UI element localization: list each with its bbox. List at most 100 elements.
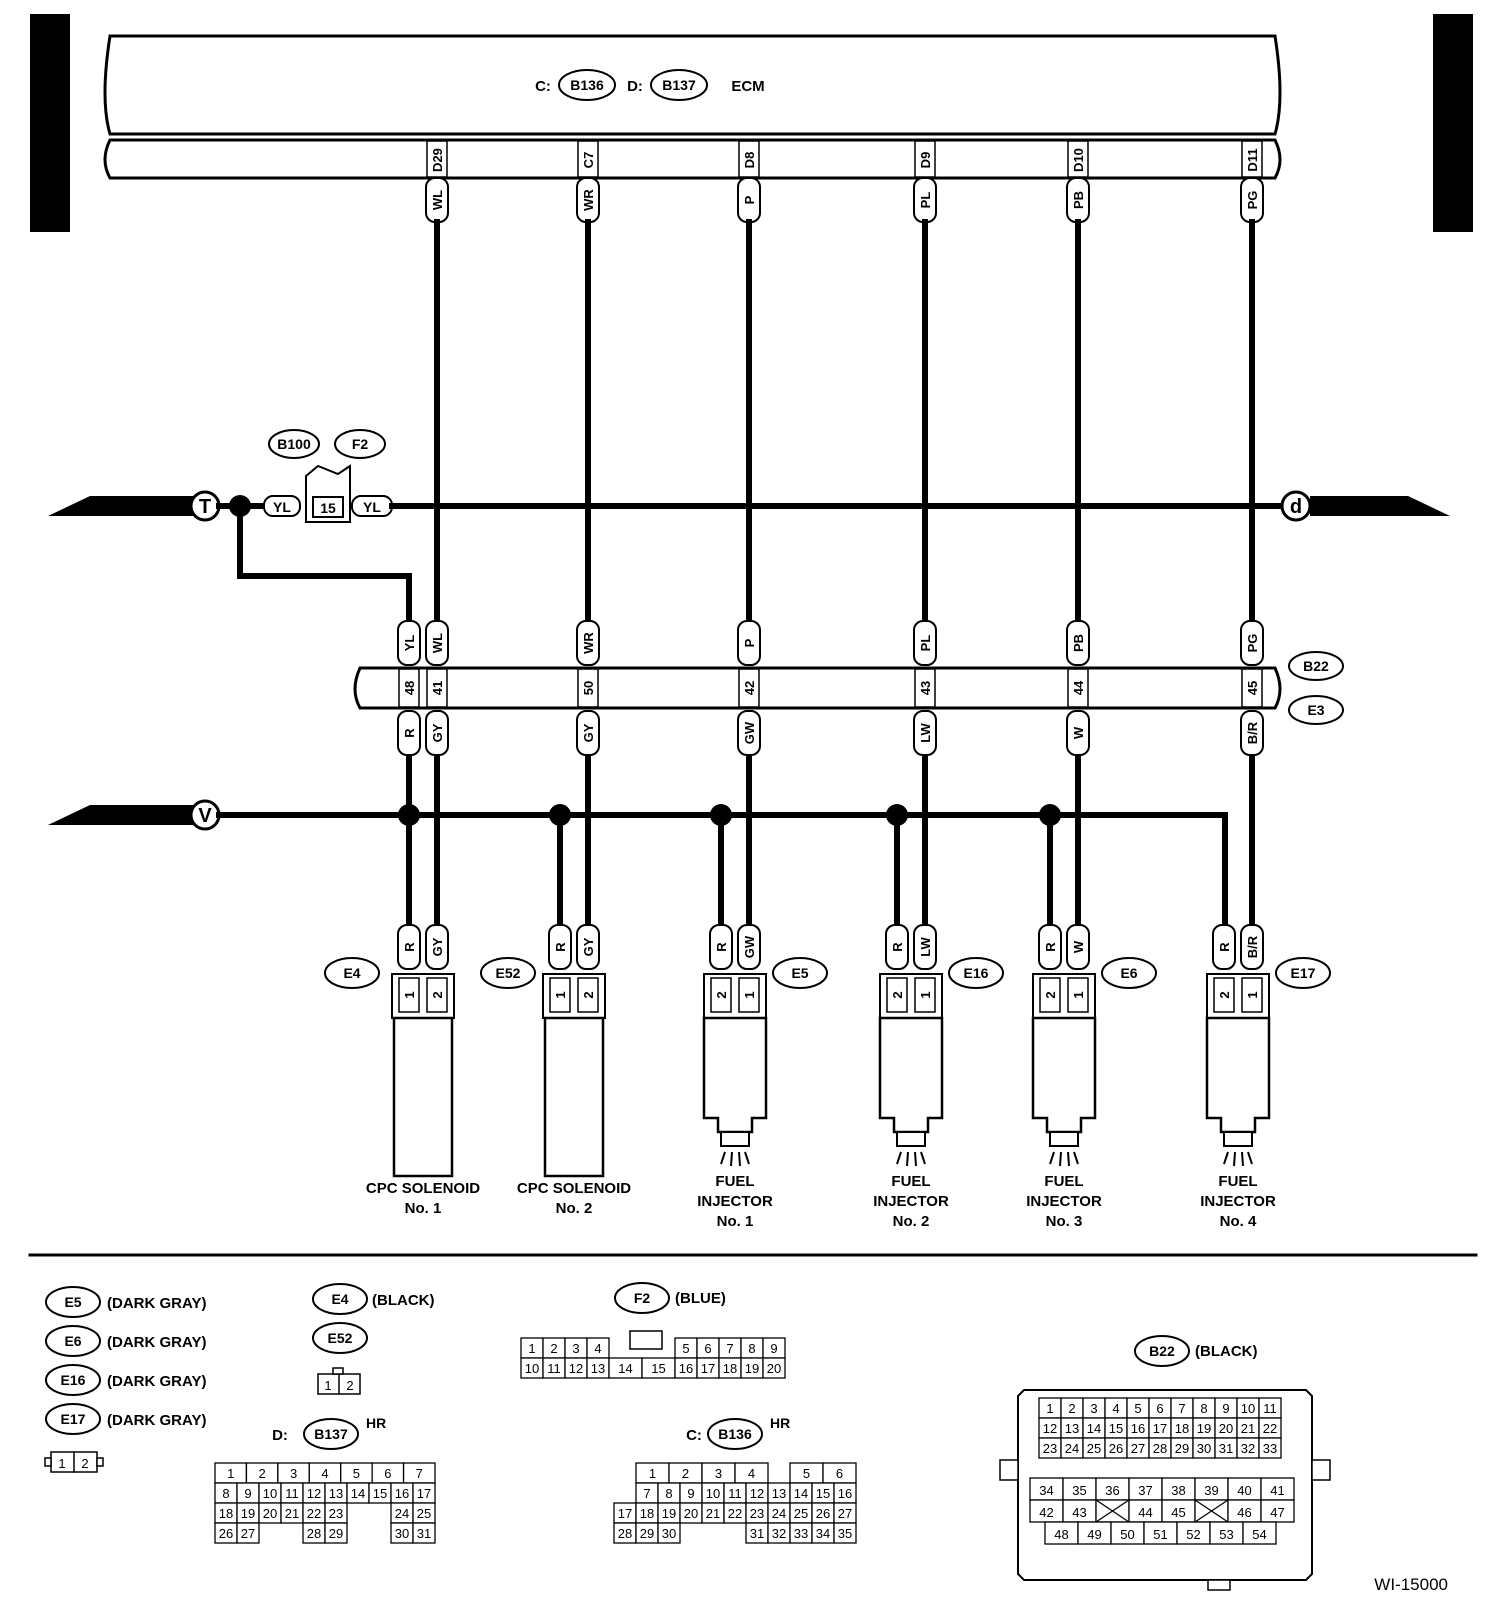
device-5-pin-b-box <box>1241 977 1263 1013</box>
b22-upper-pin: 9 <box>1222 1401 1229 1416</box>
legend-0-color: (DARK GRAY) <box>107 1295 206 1312</box>
joint-pin-box <box>398 668 420 708</box>
legend-e4-color: (BLACK) <box>372 1292 434 1309</box>
device-1-pin-b: 2 <box>581 991 596 998</box>
b136-pin: 28 <box>618 1526 632 1541</box>
device-3-pin-a-box <box>886 977 908 1013</box>
device-5-injector-nozzle <box>1223 1131 1253 1147</box>
device-1-wire-b: GY <box>581 937 596 956</box>
device-3-wire-a: R <box>890 942 905 952</box>
fuse-connector-b100: B100 <box>277 436 311 452</box>
f2-pin: 18 <box>723 1361 737 1376</box>
b137-pin: 4 <box>321 1466 328 1481</box>
ecm-wire-tag-2: P <box>742 195 757 204</box>
b136-pin: 19 <box>662 1506 676 1521</box>
b22-bottom-pin: 50 <box>1120 1527 1134 1542</box>
device-4-label-3: No. 3 <box>1046 1213 1083 1230</box>
legend-b136-id: B136 <box>718 1426 752 1442</box>
b22-upper-pin: 7 <box>1178 1401 1185 1416</box>
joint-upper-tag-3-outline <box>737 620 761 666</box>
ecm-connector-d-prefix: D: <box>627 78 643 95</box>
b22-lower-blank-cross <box>1194 1499 1229 1523</box>
bus-v-left-arrow <box>48 805 200 825</box>
e52-pin-2: 2 <box>346 1378 353 1393</box>
b137-pin: 29 <box>329 1526 343 1541</box>
device-2-connector-id-outline <box>772 957 828 989</box>
device-5-connector-id-outline <box>1275 957 1331 989</box>
ecm-pin-2: D8 <box>742 152 757 169</box>
b22-lower-pin: 36 <box>1105 1483 1119 1498</box>
ecm-name: ECM <box>731 78 764 95</box>
b22-upper-pin: 19 <box>1197 1421 1211 1436</box>
b22-upper-pin: 13 <box>1065 1421 1079 1436</box>
legend-b136-prefix: C: <box>686 1427 702 1444</box>
device-2-wire-b-outline <box>737 924 761 970</box>
b22-bottom-pin: 52 <box>1186 1527 1200 1542</box>
joint-lower-tag-0: R <box>402 728 417 738</box>
b136-pin: 32 <box>772 1526 786 1541</box>
joint-pin-2: 50 <box>581 681 596 695</box>
b137-pin: 18 <box>219 1506 233 1521</box>
bus-v-junction-4 <box>1039 804 1061 826</box>
device-3-wire-b-outline <box>913 924 937 970</box>
b22-latch-right <box>1311 1459 1331 1481</box>
legend-e52-id: E52 <box>328 1330 353 1346</box>
device-3-wire-b: LW <box>918 937 933 957</box>
bus-v-marker: V <box>198 805 212 827</box>
b136-pin: 30 <box>662 1526 676 1541</box>
joint-upper-tag-3: P <box>742 638 757 647</box>
bus-v-junction-0 <box>398 804 420 826</box>
connector-legend: E5(DARK GRAY)E6(DARK GRAY)E16(DARK GRAY)… <box>44 1282 1331 1591</box>
b137-pin: 1 <box>227 1466 234 1481</box>
b22-lower-pin: 43 <box>1072 1505 1086 1520</box>
f2-pin: 4 <box>594 1341 601 1356</box>
joint-connector-e3-outline <box>1288 695 1344 725</box>
bus-v-junction-3 <box>886 804 908 826</box>
f2-pin: 15 <box>651 1361 665 1376</box>
small-connector-pin-1: 1 <box>58 1456 65 1471</box>
b136-pin: 1 <box>649 1466 656 1481</box>
device-5-wire-b-outline <box>1240 924 1264 970</box>
b136-pin: 4 <box>748 1466 755 1481</box>
joint-pin-0: 48 <box>402 681 417 695</box>
legend-3-color: (DARK GRAY) <box>107 1412 206 1429</box>
page-tag-right: E/G(TB)-11 <box>1437 46 1470 199</box>
ecm-connector-c: B136 <box>570 77 604 93</box>
device-0-connector-id-outline <box>324 957 380 989</box>
joint-lower-tag-3-outline <box>737 710 761 756</box>
b136-pin: 35 <box>838 1526 852 1541</box>
b137-pin: 11 <box>285 1486 299 1501</box>
ecm-wire-tag-1: WR <box>581 189 596 211</box>
device-4-injector-body <box>1031 1016 1097 1134</box>
b137-pin: 9 <box>244 1486 251 1501</box>
ecm-wire-tag-3: PL <box>918 192 933 209</box>
b136-pin: 27 <box>838 1506 852 1521</box>
b137-pin: 27 <box>241 1526 255 1541</box>
b22-upper-pin: 32 <box>1241 1441 1255 1456</box>
b22-lower-cell <box>1260 1499 1295 1523</box>
b22-bottom-pin: 51 <box>1153 1527 1167 1542</box>
ecm-connector-c-prefix: C: <box>535 78 551 95</box>
b22-latch-left <box>999 1459 1019 1481</box>
legend-b137-prefix: D: <box>272 1427 288 1444</box>
b22-lower-pin: 46 <box>1237 1505 1251 1520</box>
joint-upper-tag-1: WL <box>430 633 445 653</box>
f2-pin: 16 <box>679 1361 693 1376</box>
b136-pin: 23 <box>750 1506 764 1521</box>
b22-bottom-pin: 49 <box>1087 1527 1101 1542</box>
b22-upper-pin: 33 <box>1263 1441 1277 1456</box>
e52-pin-1: 1 <box>324 1378 331 1393</box>
b137-pin: 13 <box>329 1486 343 1501</box>
joint-connector-e3: E3 <box>1307 702 1324 718</box>
b22-lower-pin: 37 <box>1138 1483 1152 1498</box>
b22-lower-pin: 44 <box>1138 1505 1152 1520</box>
b137-pin: 6 <box>384 1466 391 1481</box>
device-1-wire-a: R <box>553 942 568 952</box>
device-0-wire-a-outline <box>397 924 421 970</box>
joint-connector-b22-e3: B22E3YL48RWL41GYWR50GYP42GWPL43LWPB44WPG… <box>353 620 1344 756</box>
device-2-wire-b: GW <box>742 935 757 958</box>
device-0-wire-a: R <box>402 942 417 952</box>
joint-upper-tag-0-outline <box>397 620 421 666</box>
